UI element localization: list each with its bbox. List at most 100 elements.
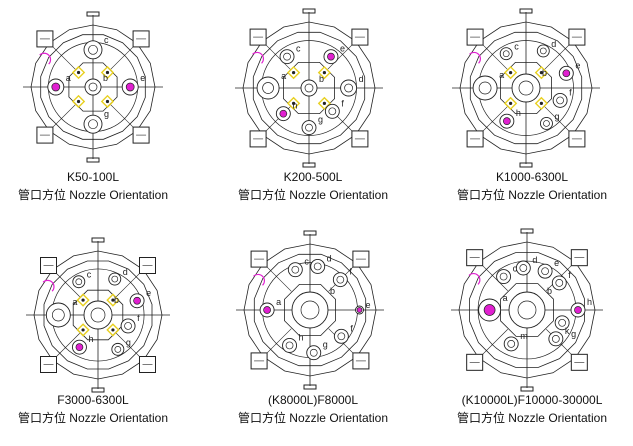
bottom-lug (519, 162, 533, 168)
nozzle-bore (328, 107, 337, 116)
nozzle-bore (519, 264, 528, 272)
nozzle-circle-icon (45, 302, 71, 328)
nozzle-letter: a (499, 70, 504, 80)
nozzle-bore (518, 80, 534, 96)
nozzle-c (499, 47, 513, 61)
baffle-marker-icon (106, 323, 120, 337)
caption-label: 管口方位 Nozzle Orientation (237, 411, 389, 425)
nozzle-circle-icon (499, 47, 513, 61)
angle-indicator-icon (39, 52, 52, 65)
nozzle-f (552, 92, 568, 108)
nozzle-a (45, 302, 71, 328)
caption-label: 管口方位 Nozzle Orientation (237, 188, 389, 202)
jacket-ring (43, 260, 153, 370)
nozzle-letter: d (123, 267, 128, 277)
nozzle-bore (313, 262, 322, 271)
nozzle-bore (51, 82, 61, 92)
nozzle-bore (502, 50, 510, 58)
nozzle-circle-icon (333, 328, 349, 344)
nozzle-bore (562, 69, 571, 78)
nozzle-b (83, 300, 113, 330)
nozzle-letter: a (72, 297, 77, 307)
nozzle-letter: b (330, 286, 335, 296)
nozzle-letter: f (569, 87, 572, 97)
nozzle-f (324, 103, 340, 119)
nozzle-bore (555, 279, 564, 287)
nozzle-b (84, 78, 102, 96)
baffle-dot (105, 70, 110, 75)
nozzle-bore (543, 120, 550, 127)
angle-indicator-icon (469, 51, 481, 64)
nozzle-circle-icon (279, 49, 295, 65)
nozzle-c (287, 262, 303, 278)
nozzle-bore (336, 275, 345, 284)
angle-indicator-icon (468, 273, 481, 285)
nozzle-circle-icon (551, 275, 567, 291)
nozzle-d (310, 259, 326, 274)
nozzle-circle-icon (300, 79, 318, 97)
jacket-ring (469, 252, 585, 368)
baffle-marker-icon (76, 293, 90, 307)
baffle-dot (508, 101, 513, 106)
nozzle-b (291, 291, 329, 329)
nozzle-letter: d (359, 74, 364, 84)
baffle-dot (111, 328, 115, 332)
baffle-marker-icon (317, 65, 332, 80)
nozzle-bore (517, 300, 537, 320)
inner-ring (500, 283, 554, 337)
jacket-ring (469, 31, 583, 145)
nozzle-e (129, 293, 145, 309)
baffle-marker-icon (100, 65, 115, 80)
baffle-marker-icon (534, 96, 549, 111)
caption-label: 管口方位 Nozzle Orientation (17, 188, 169, 202)
baffle-dot (76, 99, 81, 104)
model-label: K200-500L (283, 170, 343, 184)
nozzle-h (275, 106, 291, 122)
top-lug (303, 230, 317, 236)
nozzle-d (536, 44, 550, 58)
nozzle-bore (574, 306, 582, 314)
nozzle-letter: b (319, 74, 324, 84)
nozzle-circle-icon (503, 336, 519, 352)
nozzle-letter: k (565, 326, 570, 336)
nozzle-letter: g (318, 115, 323, 125)
nozzle-bore (558, 318, 566, 327)
nozzle-bore (114, 346, 122, 353)
nozzle-circle-icon (72, 275, 86, 289)
nozzle-letter: f (350, 323, 353, 333)
nozzle-letter: g (104, 109, 109, 119)
nozzle-bore (305, 123, 313, 132)
nozzle-c (72, 275, 86, 289)
bottom-lug (91, 387, 105, 393)
nozzle-letter: a (66, 73, 71, 83)
nozzle-bore (304, 83, 314, 93)
baffle-dot (111, 298, 115, 302)
inner-ring (283, 283, 337, 337)
nozzle-d (515, 260, 531, 276)
top-lug (519, 8, 533, 14)
nozzle-d (108, 272, 122, 286)
nozzle-m (503, 336, 519, 352)
top-lug (86, 11, 100, 17)
nozzle-c (83, 40, 103, 60)
nozzle-letter: f (137, 313, 140, 323)
nozzle-bore (283, 52, 291, 61)
top-lug (520, 228, 534, 234)
nozzle-circle-icon (515, 260, 531, 276)
nozzle-letter: b (103, 73, 108, 83)
nozzle-circle-icon (537, 263, 553, 279)
baffle-marker-icon (76, 323, 90, 337)
nozzle-h (282, 337, 297, 353)
nozzle-b (511, 73, 541, 103)
diagram-caption-4: F3000-6300L 管口方位 Nozzle Orientation (0, 391, 193, 427)
nozzle-c (496, 269, 512, 285)
baffle-marker-icon (286, 96, 301, 111)
